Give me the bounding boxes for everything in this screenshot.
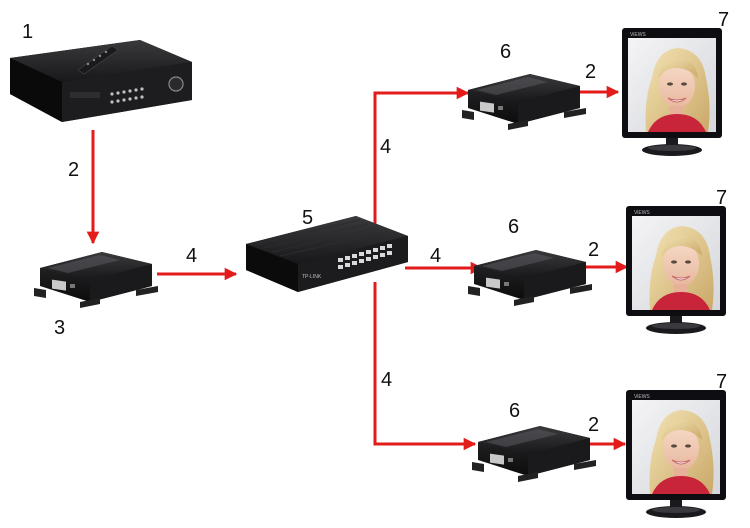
label-switch: 5 (302, 207, 313, 229)
label-hdmi-cable-bottom: 2 (588, 414, 599, 436)
monitor-bottom (625, 389, 727, 519)
monitor-top (621, 27, 723, 157)
hdmi-transmitter (34, 252, 158, 308)
label-receiver-mid: 6 (508, 216, 519, 238)
label-network-cable-top: 4 (380, 136, 391, 158)
label-hdmi-cable-dvr: 2 (68, 159, 79, 181)
label-hdmi-cable-top: 2 (585, 61, 596, 83)
arrow-switch-to-receiver-top (373, 86, 470, 232)
hdmi-receiver-bottom (472, 426, 596, 482)
label-dvr: 1 (22, 21, 33, 43)
label-monitor-bottom: 7 (716, 371, 727, 393)
remote-control-icon (77, 45, 119, 75)
hdmi-receiver-mid (468, 250, 592, 306)
label-monitor-top: 7 (718, 9, 729, 31)
label-network-cable-bottom: 4 (381, 369, 392, 391)
monitor-mid (625, 205, 727, 335)
network-switch: TP-LINK (246, 216, 408, 292)
arrow-switch-to-receiver-bottom (373, 282, 477, 451)
hdmi-receiver-top (462, 74, 586, 130)
label-network-cable-tx: 4 (186, 245, 197, 267)
label-receiver-bottom: 6 (509, 400, 520, 422)
switch-brand: TP-LINK (302, 274, 322, 280)
label-monitor-mid: 7 (716, 187, 727, 209)
dvr-device (10, 40, 192, 122)
label-transmitter: 3 (54, 317, 65, 339)
label-network-cable-mid: 4 (430, 245, 441, 267)
label-receiver-top: 6 (500, 41, 511, 63)
label-hdmi-cable-mid: 2 (588, 239, 599, 261)
